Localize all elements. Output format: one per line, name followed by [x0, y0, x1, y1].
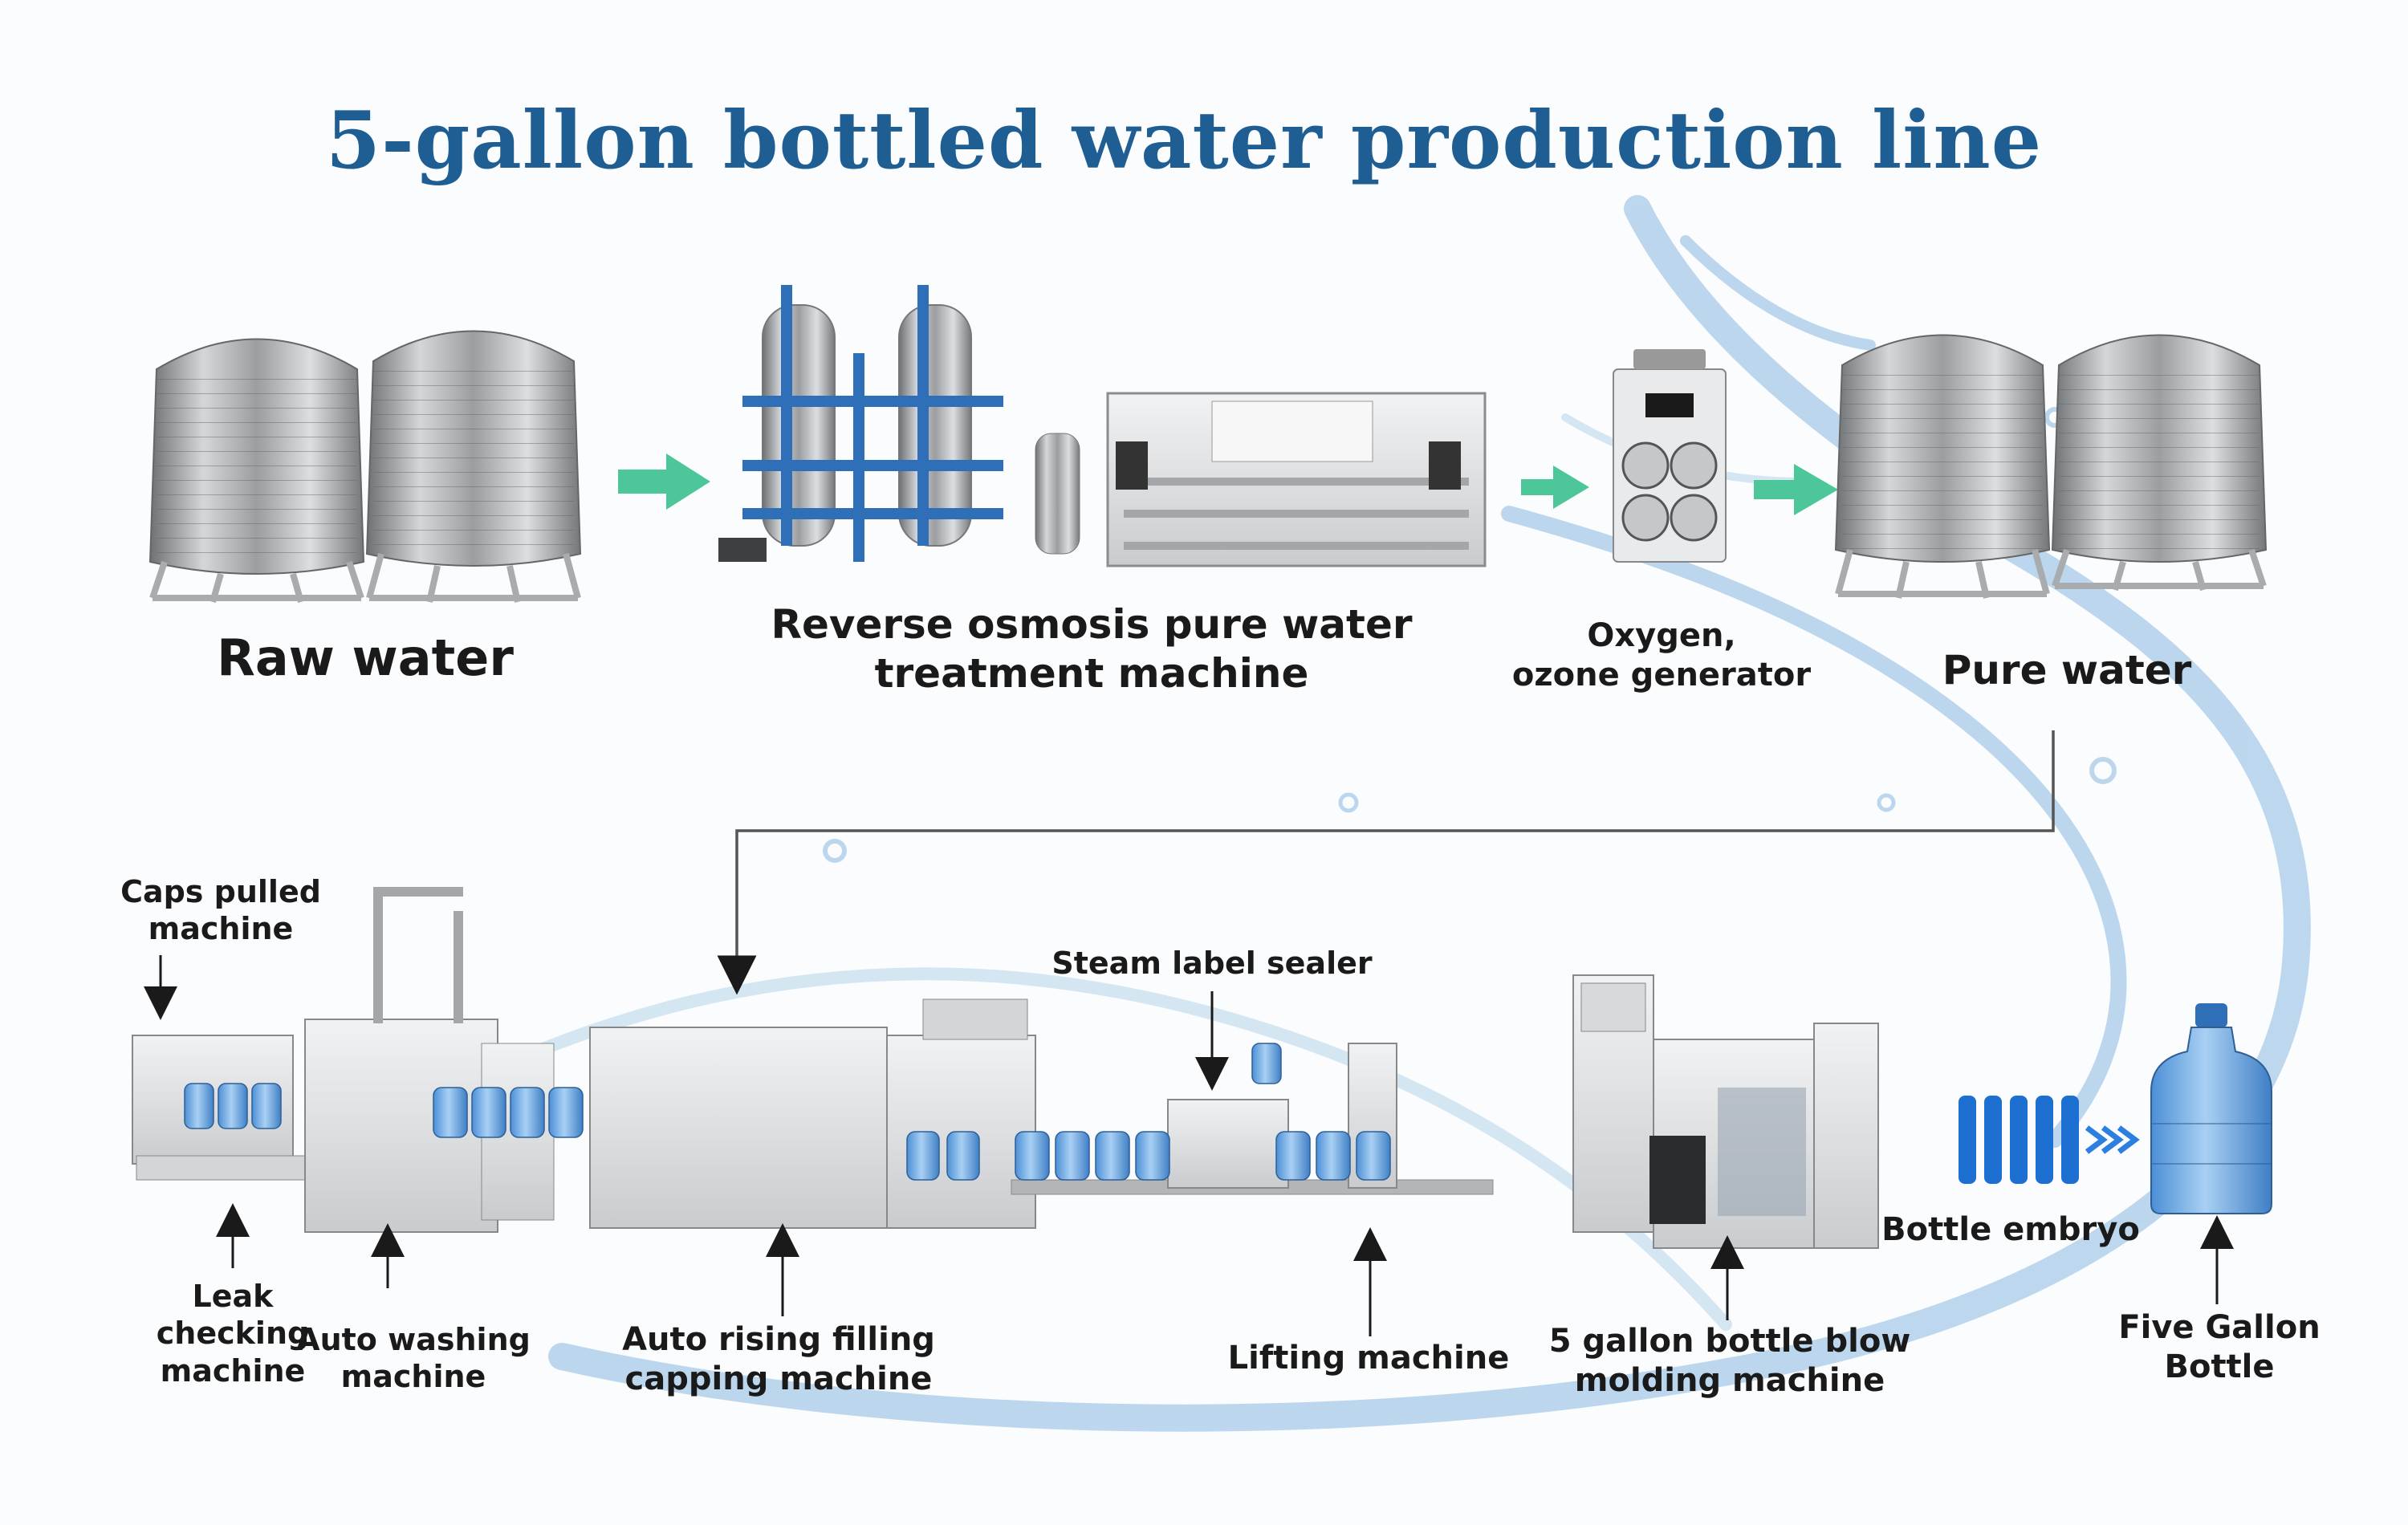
flow-arrow-3	[1754, 464, 1838, 515]
raw-water-label: Raw water	[177, 628, 554, 689]
steam-label-sealer-label: Steam label sealer	[1035, 945, 1389, 982]
leak-line-1: Leak	[192, 1279, 274, 1314]
pure-water-tanks-image	[1834, 334, 2268, 599]
flow-arrow-1	[618, 453, 710, 510]
page-title: 5-gallon bottled water production line	[325, 95, 2043, 187]
ro-machine-line-2: treatment machine	[874, 650, 1309, 697]
lifting-machine-label: Lifting machine	[1208, 1339, 1529, 1378]
ro-treatment-machine-image	[718, 285, 1487, 567]
blow-molding-machine-image	[1572, 974, 1879, 1249]
auto-washing-label: Auto washing machine	[293, 1321, 534, 1396]
bottle-embryo-label: Bottle embryo	[1866, 1210, 2155, 1250]
steam-label-text: Steam label sealer	[1051, 946, 1373, 981]
washing-line-1: Auto washing	[296, 1322, 531, 1357]
five-gallon-line-2: Bottle	[2164, 1348, 2275, 1385]
raw-water-tanks-image	[148, 330, 582, 604]
filling-line-1: Auto rising filling	[622, 1321, 935, 1358]
blow-molding-label: 5 gallon bottle blow molding machine	[1537, 1322, 1922, 1401]
filling-capping-label: Auto rising filling capping machine	[594, 1320, 963, 1399]
pure-water-label: Pure water	[1906, 646, 2227, 695]
ozone-generator-label: Oxygen, ozone generator	[1509, 616, 1814, 695]
washing-line-2: machine	[340, 1359, 486, 1395]
production-line-image	[132, 887, 1494, 1233]
leak-line-3: machine	[160, 1352, 306, 1389]
ro-machine-line-1: Reverse osmosis pure water	[771, 601, 1413, 648]
lifting-text: Lifting machine	[1227, 1340, 1510, 1377]
ro-machine-label: Reverse osmosis pure water treatment mac…	[722, 600, 1461, 698]
caps-pulled-label: Caps pulled machine	[96, 873, 345, 948]
chevron-arrow-icon	[2085, 1125, 2140, 1154]
leak-checking-label: Leak checking machine	[120, 1278, 345, 1389]
blow-line-2: molding machine	[1574, 1361, 1885, 1399]
caps-pulled-line-1: Caps pulled	[120, 874, 321, 909]
ozone-line-1: Oxygen,	[1587, 617, 1736, 654]
bottle-embryo-text: Bottle embryo	[1881, 1211, 2140, 1248]
ozone-line-2: ozone generator	[1511, 656, 1812, 693]
bottle-embryo-image	[1959, 1096, 2079, 1184]
raw-water-text: Raw water	[217, 628, 514, 687]
leak-line-2: checking	[156, 1316, 310, 1352]
blow-line-1: 5 gallon bottle blow	[1548, 1323, 1911, 1360]
flow-connector-line	[717, 730, 2055, 995]
five-gallon-bottle-image	[2150, 1003, 2272, 1214]
five-gallon-line-1: Five Gallon	[2118, 1309, 2321, 1346]
flow-arrow-2	[1521, 466, 1589, 509]
caps-pulled-line-2: machine	[148, 911, 294, 947]
ozone-generator-image	[1613, 349, 1727, 563]
five-gallon-bottle-label: Five Gallon Bottle	[2087, 1308, 2352, 1387]
filling-line-2: capping machine	[624, 1360, 933, 1397]
pure-water-text: Pure water	[1942, 647, 2192, 693]
callout-lines	[144, 955, 2234, 1336]
